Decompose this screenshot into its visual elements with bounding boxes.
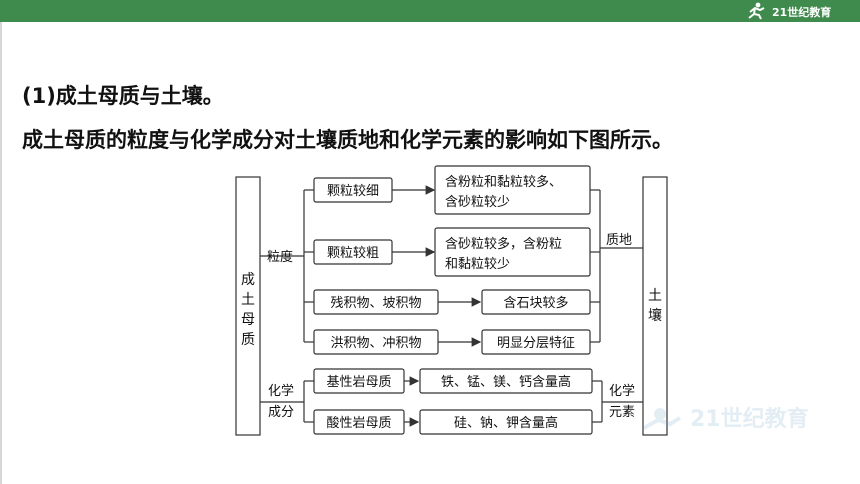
texture-join-label: 质地 — [606, 233, 632, 248]
soil-char-2: 壤 — [648, 307, 662, 324]
intro-text: 成土母质的粒度与化学成分对土壤质地和化学元素的影响如下图所示。 — [22, 128, 673, 152]
watermark-logo-icon: 21世纪教育 — [643, 406, 809, 432]
residual-deposits-label: 残积物、坡积物 — [330, 296, 421, 311]
residual-result-label: 含石块较多 — [503, 295, 568, 311]
root-box-soil — [642, 176, 668, 436]
branch-chem-label-2: 成分 — [268, 405, 294, 420]
left-rule — [0, 22, 2, 484]
root-char-3: 母 — [241, 312, 255, 328]
branch-chem-label-1: 化学 — [268, 383, 294, 399]
top-banner: 21世纪教育 — [0, 0, 860, 22]
branch-granularity-label: 粒度 — [267, 249, 293, 265]
root-char-4: 质 — [241, 332, 255, 348]
coarse-result-line-2: 和黏粒较少 — [445, 256, 510, 272]
root-box-parent-material — [235, 176, 261, 436]
coarse-particles-label: 颗粒较粗 — [327, 246, 379, 261]
root-char-1: 成 — [241, 272, 255, 288]
alluvial-deposits-label: 洪积物、冲积物 — [330, 336, 421, 351]
section-title: (1)成土母质与土壤。 — [22, 84, 224, 108]
acid-result-label: 硅、钠、钾含量高 — [454, 415, 558, 431]
basic-rock-label: 基性岩母质 — [326, 375, 391, 390]
runner-icon — [748, 2, 765, 20]
alluvial-result-label: 明显分层特征 — [497, 336, 575, 351]
coarse-result-line-1: 含砂粒较多，含粉粒 — [445, 236, 562, 252]
watermark-text: 21世纪教育 — [690, 406, 809, 432]
root-char-2: 土 — [241, 292, 255, 308]
acid-rock-label: 酸性岩母质 — [326, 416, 391, 431]
chem-join-label-2: 元素 — [609, 405, 635, 420]
fine-result-line-1: 含粉粒和黏粒较多、 — [445, 174, 562, 190]
soil-char-1: 土 — [648, 288, 662, 304]
fine-particles-label: 颗粒较细 — [327, 184, 379, 199]
basic-result-label: 铁、锰、镁、钙含量高 — [441, 374, 571, 390]
brand-logo: 21世纪教育 — [742, 0, 832, 22]
watermark: 21世纪教育 — [630, 396, 830, 446]
chem-join-label-1: 化学 — [609, 383, 635, 399]
fine-result-line-2: 含砂粒较少 — [445, 194, 510, 210]
logo-text: 21世纪教育 — [772, 6, 832, 19]
